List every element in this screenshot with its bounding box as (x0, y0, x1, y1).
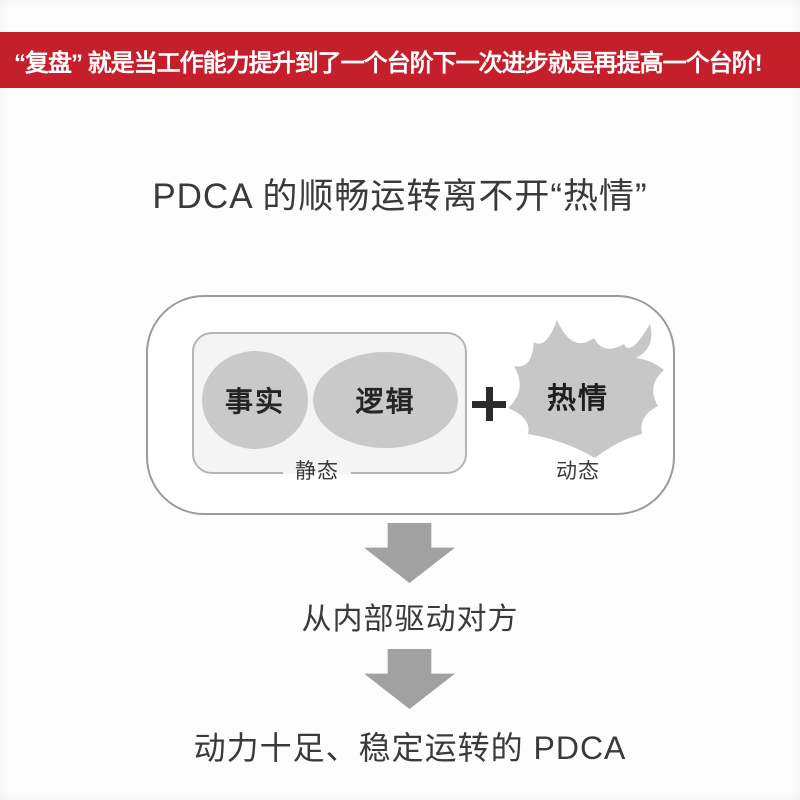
down-arrow-icon (364, 523, 455, 583)
logic-ellipse: 逻辑 (313, 352, 458, 448)
fact-ellipse: 事实 (202, 351, 308, 449)
fact-label: 事实 (224, 386, 285, 417)
plus-icon (472, 387, 506, 421)
flow-step1-text: 从内部驱动对方 (301, 603, 519, 636)
page-title: PDCA 的顺畅运转离不开“热情” (152, 177, 648, 216)
header-banner: “复盘” 就是当工作能力提升到了一个台阶下一次进步就是再提高一个台阶! (0, 32, 800, 88)
dynamic-tag-label: 动态 (556, 460, 600, 483)
flow-step2-text: 动力十足、稳定运转的 PDCA (193, 730, 627, 766)
passion-label: 热情 (546, 383, 610, 415)
plus-vertical-bar (485, 387, 493, 421)
flame-icon (508, 320, 664, 458)
down-arrow-icon (364, 649, 455, 709)
banner-text: “复盘” 就是当工作能力提升到了一个台阶下一次进步就是再提高一个台阶! (14, 49, 763, 77)
flame-shape (508, 320, 664, 458)
static-tag-label: 静态 (283, 459, 351, 485)
logic-label: 逻辑 (355, 386, 416, 417)
